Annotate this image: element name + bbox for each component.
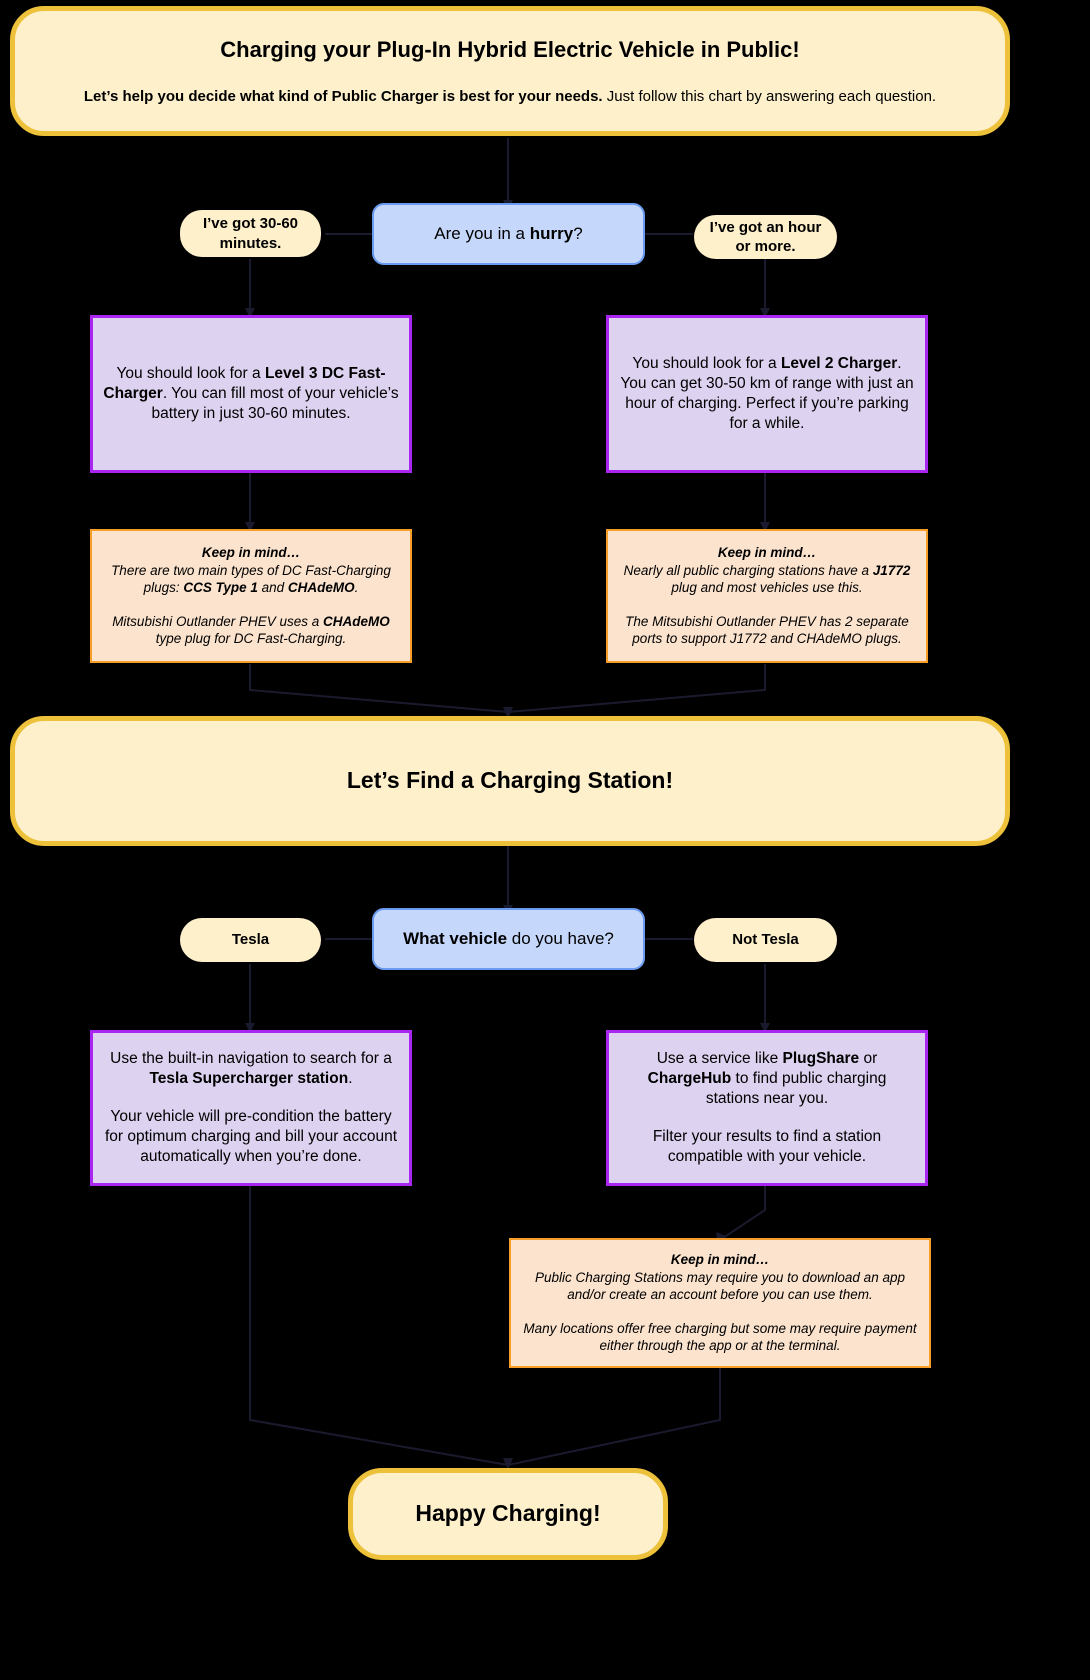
advice-level3-text: You should look for a Level 3 DC Fast-Ch… [103, 364, 399, 423]
note-left-para1: Keep in mind… There are two main types o… [111, 545, 391, 596]
decision-hurry-pre: Are you in a [434, 223, 530, 243]
decision-hurry-post: ? [573, 223, 583, 243]
decision-hurry-bold: hurry [529, 223, 574, 243]
answer-tesla[interactable]: Tesla [180, 918, 321, 962]
note-public-charging-apps: Keep in mind… Public Charging Stations m… [509, 1238, 931, 1368]
answer-tesla-label: Tesla [231, 931, 270, 949]
answer-hour-or-more[interactable]: I’ve got an hour or more. [694, 215, 837, 259]
advice-nontesla-para1: Use a service like PlugShare or ChargeHu… [647, 1049, 887, 1107]
note-left-para2: Mitsubishi Outlander PHEV uses a CHAdeMO… [112, 613, 390, 647]
header-banner: Charging your Plug-In Hybrid Electric Ve… [10, 6, 1010, 136]
header-subtitle-rest: Just follow this chart by answering each… [602, 87, 937, 105]
answer-not-tesla[interactable]: Not Tesla [694, 918, 837, 962]
header-subtitle-bold: Let’s help you decide what kind of Publi… [83, 87, 603, 105]
decision-vehicle-bold: What vehicle [403, 928, 508, 948]
answer-not-tesla-label: Not Tesla [732, 931, 799, 949]
edge-tesla-advice-to-footer [249, 1186, 509, 1466]
edge-advice-right2-to-note [719, 1186, 766, 1241]
advice-level-3-dc-fast-charger: You should look for a Level 3 DC Fast-Ch… [90, 315, 412, 473]
note-dc-fast-charging-plugs: Keep in mind… There are two main types o… [90, 529, 412, 663]
header-subtitle: Let’s help you decide what kind of Publi… [25, 87, 995, 107]
answer-30-60-minutes-label: I’ve got 30-60 minutes. [202, 215, 299, 252]
note-apps-para2: Many locations offer free charging but s… [523, 1320, 917, 1354]
decision-vehicle-post: do you have? [507, 928, 614, 948]
edge-note-to-footer [507, 1368, 721, 1466]
advice-tesla-para2: Your vehicle will pre-condition the batt… [104, 1107, 398, 1166]
edge-note-left-to-banner2 [249, 664, 509, 713]
advice-nontesla-para2: Filter your results to find a station co… [652, 1128, 882, 1166]
banner2-title: Let’s Find a Charging Station! [346, 767, 674, 794]
banner-find-charging-station: Let’s Find a Charging Station! [10, 716, 1010, 846]
answer-hour-or-more-label: I’ve got an hour or more. [709, 218, 822, 256]
footer-banner-happy-charging: Happy Charging! [348, 1468, 668, 1560]
note-right-para2: The Mitsubishi Outlander PHEV has 2 sepa… [625, 613, 909, 647]
edge-note-right-to-banner2 [507, 664, 766, 713]
advice-tesla-supercharger: Use the built-in navigation to search fo… [90, 1030, 412, 1186]
answer-30-60-minutes[interactable]: I’ve got 30-60 minutes. [180, 210, 321, 257]
header-title: Charging your Plug-In Hybrid Electric Ve… [220, 36, 800, 62]
advice-tesla-para1: Use the built-in navigation to search fo… [110, 1049, 392, 1087]
decision-what-vehicle[interactable]: What vehicle do you have? [372, 908, 645, 970]
advice-level-2-charger: You should look for a Level 2 Charger. Y… [606, 315, 928, 473]
note-j1772-plugs: Keep in mind… Nearly all public charging… [606, 529, 928, 663]
advice-plugshare-chargehub: Use a service like PlugShare or ChargeHu… [606, 1030, 928, 1186]
note-right-para1: Keep in mind… Nearly all public charging… [623, 545, 911, 596]
decision-hurry[interactable]: Are you in a hurry? [372, 203, 645, 265]
advice-level2-text: You should look for a Level 2 Charger. Y… [620, 354, 914, 433]
note-apps-para1: Keep in mind… Public Charging Stations m… [535, 1252, 905, 1303]
footer-title: Happy Charging! [415, 1500, 601, 1527]
